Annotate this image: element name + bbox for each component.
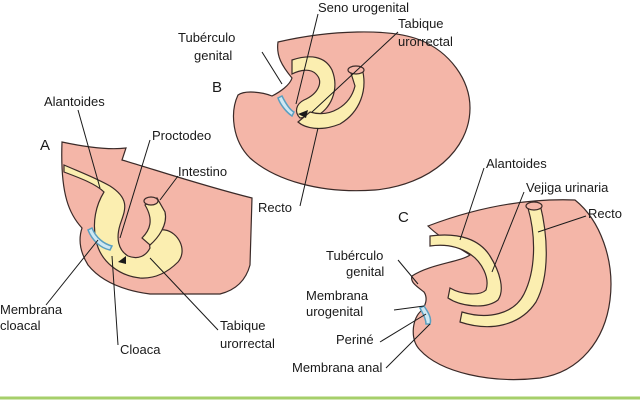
label-a-cloaca: Cloaca xyxy=(120,342,161,357)
leader-a-tabique xyxy=(149,257,219,331)
label-b-recto: Recto xyxy=(258,200,292,215)
leader-b-tabique xyxy=(311,31,399,113)
panel-b xyxy=(232,31,471,192)
panel-c-rectum xyxy=(459,203,547,328)
leader-a-proctodeo xyxy=(119,139,151,239)
leader-a-alantoides xyxy=(77,109,101,189)
leader-a-cloaca xyxy=(111,255,119,346)
leader-c-tuberculo xyxy=(397,259,419,285)
leader-b-recto xyxy=(299,127,319,207)
label-b-tuberculo-1: Tubérculo xyxy=(178,30,235,45)
panel-b-gut xyxy=(291,56,336,119)
label-a-intestino: Intestino xyxy=(178,164,227,179)
leader-c-membrana-anal xyxy=(385,323,431,369)
leader-a-intestino xyxy=(159,175,179,201)
panel-letter-a: A xyxy=(40,137,50,154)
leader-c-recto xyxy=(537,215,587,233)
label-c-vejiga: Vejiga urinaria xyxy=(526,180,609,195)
leader-c-vejiga xyxy=(491,191,525,273)
panel-b-rectum xyxy=(297,67,365,130)
label-a-tabique-2: urorrectal xyxy=(220,336,275,351)
panel-b-rectum-end xyxy=(347,65,365,75)
label-c-membrana-anal: Membrana anal xyxy=(292,360,382,375)
panel-a-intestine-end xyxy=(143,196,159,206)
label-c-tuberculo-2: genital xyxy=(346,264,384,279)
label-c-recto: Recto xyxy=(588,206,622,221)
label-c-membrana-uro-1: Membrana xyxy=(306,288,369,303)
label-c-membrana-uro-2: urogenital xyxy=(306,304,363,319)
panel-c-rectum-end xyxy=(525,201,543,211)
leader-c-alantoides xyxy=(459,167,485,241)
panel-b-membrane xyxy=(277,94,296,118)
leader-b-seno xyxy=(295,13,319,105)
leader-lines xyxy=(45,13,587,369)
label-a-tabique-1: Tabique xyxy=(220,318,266,333)
leader-a-membrana xyxy=(45,239,99,306)
label-a-alantoides: Alantoides xyxy=(44,94,105,109)
panel-letter-c: C xyxy=(398,209,409,226)
panel-a xyxy=(61,141,253,295)
panel-a-allantois-gut xyxy=(63,164,183,279)
label-b-tuberculo-2: genital xyxy=(194,48,232,63)
label-a-proctodeo: Proctodeo xyxy=(152,128,211,143)
panel-c-tissue xyxy=(411,199,612,381)
label-b-tabique-1: Tabique xyxy=(398,16,444,31)
label-c-tuberculo-1: Tubérculo xyxy=(326,248,383,263)
label-c-alantoides: Alantoides xyxy=(486,156,547,171)
label-b-tabique-2: urorrectal xyxy=(398,34,453,49)
panel-c-allantois-bladder xyxy=(429,234,502,307)
leader-b-tuberculo xyxy=(261,51,283,85)
label-a-membrana-cloacal-1: Membrana xyxy=(0,302,63,317)
label-c-perine: Periné xyxy=(336,332,374,347)
panel-a-intestine xyxy=(141,197,167,246)
label-a-membrana-cloacal-2: cloacal xyxy=(0,318,41,333)
panel-b-arrow-head xyxy=(298,110,308,118)
panel-a-cloacal-membrane xyxy=(87,226,114,251)
leader-c-perine xyxy=(379,313,427,343)
label-b-seno: Seno urogenital xyxy=(318,0,409,15)
panel-letter-b: B xyxy=(212,79,222,96)
leader-c-membrana-uro xyxy=(393,305,425,311)
panel-c xyxy=(411,199,612,381)
panel-a-arrow-head xyxy=(118,256,126,264)
